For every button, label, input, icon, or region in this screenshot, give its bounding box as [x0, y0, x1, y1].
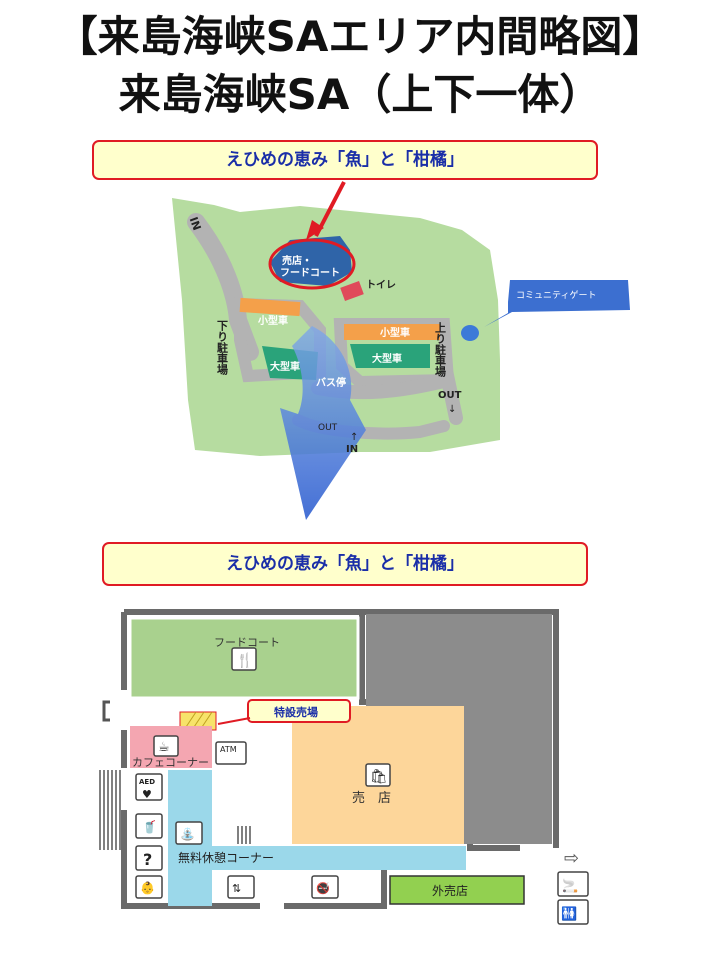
large-car-left-area	[262, 346, 318, 380]
exit-arrow-icon: ⇨	[564, 848, 579, 869]
callout-bottom: えひめの恵み「魚」と「柑橘」	[102, 542, 588, 586]
callout-arrow	[314, 181, 346, 237]
community-gate-callout	[484, 280, 630, 327]
label-bus-stop: バス停	[316, 376, 346, 389]
cafe-icon	[153, 735, 179, 757]
elevator-icon-box	[227, 875, 255, 899]
label-cafe: カフェコーナー	[132, 756, 209, 769]
special-sales-area	[179, 711, 217, 731]
restroom-icon-box	[557, 899, 589, 925]
fork-knife-icon: 🍴	[236, 652, 253, 669]
rest-icon	[175, 821, 203, 845]
no-smoking-icon: 🚭	[316, 882, 330, 895]
coffee-cup-icon: ☕	[158, 740, 170, 755]
back-office-block	[366, 614, 552, 844]
smoking-area-icon-box	[557, 871, 589, 897]
page-title-line2: 来島海峡SA（上下一体）	[118, 70, 602, 119]
label-special-sales: 特設売場	[274, 705, 318, 719]
area-map-ground	[172, 198, 500, 456]
smoking-icon: 🚬	[562, 878, 578, 894]
label-large-car-left: 大型車	[270, 360, 300, 373]
shop-icon	[365, 763, 391, 787]
floor-wall-outline	[121, 609, 559, 909]
food-court-area	[128, 616, 360, 700]
restroom-icon: 🚻	[561, 906, 577, 922]
up-loop	[333, 318, 455, 389]
community-gate-marker	[461, 325, 479, 341]
label-small-car-left: 小型車	[257, 314, 288, 327]
info-icon-box	[135, 845, 163, 871]
stairs-inner	[237, 826, 251, 844]
stairs	[99, 770, 121, 850]
label-large-car-right: 大型車	[372, 352, 402, 365]
label-shop-food: 売店・	[282, 254, 312, 267]
drink-icon: 🥤	[142, 820, 157, 834]
special-sales-pointer	[217, 717, 251, 725]
label-up-parking: 上り駐車場	[434, 321, 447, 378]
label-food-court: フードコート	[214, 636, 280, 649]
aed-text: AED	[139, 778, 155, 786]
label-free-rest-corner: 無料休憩コーナー	[178, 850, 274, 865]
main-road	[311, 371, 463, 425]
water-fountain-icon: ⛲	[180, 827, 195, 841]
no-smoking-icon-box	[311, 875, 339, 899]
shop-building	[270, 236, 352, 286]
baby-care-icon: 👶	[140, 881, 155, 895]
label-outside-shop: 外売店	[432, 883, 468, 898]
label-small-car-right: 小型車	[379, 326, 410, 339]
corridor-area	[214, 726, 290, 844]
arrow-down-icon: ↓	[448, 404, 456, 415]
label-community-gate: コミュニティゲート	[516, 289, 596, 301]
toilet-building	[340, 281, 364, 301]
label-shop: 売 店	[352, 790, 391, 806]
food-court-icon	[231, 647, 257, 671]
label-out-right: OUT	[438, 390, 462, 401]
label-shop-food-2: フードコート	[280, 267, 340, 279]
baby-icon-box	[135, 875, 163, 899]
down-road	[187, 213, 259, 361]
outside-shop-area	[389, 875, 525, 905]
down-loop	[234, 297, 326, 383]
callout-arrowhead	[306, 220, 324, 240]
small-car-right-area	[344, 324, 440, 340]
small-car-left-area	[239, 297, 301, 317]
atm-text: ATM	[220, 745, 237, 754]
atm-icon	[215, 741, 247, 765]
shop-highlight-ring	[268, 238, 356, 290]
aed-icon-box	[135, 773, 163, 801]
entrance-bracket	[102, 700, 110, 722]
shop-area	[292, 706, 464, 844]
cup-icon-box	[135, 813, 163, 839]
label-in-top: IN	[187, 215, 204, 232]
callout-top: えひめの恵み「魚」と「柑橘」	[92, 140, 598, 180]
question-icon: ?	[143, 850, 152, 869]
large-car-right-area	[350, 344, 430, 368]
lower-road	[292, 414, 450, 440]
label-out-bottom: OUT	[318, 423, 338, 433]
heart-icon: ♥	[142, 788, 152, 801]
direction-arrow	[280, 326, 366, 520]
page-title-line1: 【来島海峡SAエリア内間略図】	[55, 12, 665, 61]
special-sales-callout	[247, 699, 351, 723]
label-in-bottom: IN	[346, 444, 358, 455]
elevator-icon: ⇅	[232, 882, 241, 895]
cafe-area	[130, 726, 212, 768]
label-toilet: トイレ	[366, 279, 396, 291]
rest-corridor-vertical	[168, 770, 212, 906]
arrow-up-icon: ↑	[350, 432, 358, 443]
shopping-bag-icon: 🛍	[370, 768, 388, 785]
rest-corridor-horizontal	[168, 846, 466, 870]
label-down-parking: 下り駐車場	[216, 320, 229, 376]
